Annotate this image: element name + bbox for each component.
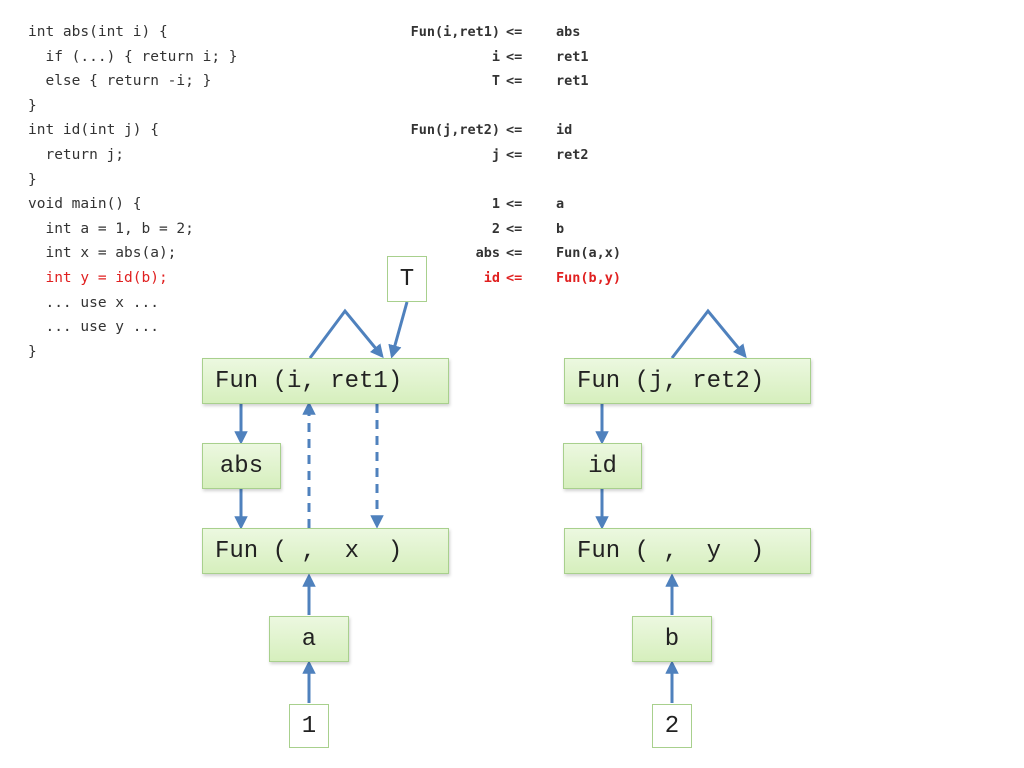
constraint-rhs: ret2 <box>556 146 589 163</box>
code-line: } <box>28 171 37 188</box>
code-line: return j; <box>28 146 125 163</box>
constraint-row: abs <= Fun(a,x) <box>380 241 680 266</box>
constraint-op: <= <box>506 48 523 65</box>
code-line: int x = abs(a); <box>28 245 177 262</box>
code-line: else { return -i; } <box>28 73 212 90</box>
constraint-op: <= <box>506 24 523 40</box>
node-1: 1 <box>289 704 329 748</box>
constraint-op: <= <box>506 269 523 286</box>
code-line: ... use x ... <box>28 294 159 311</box>
constraint-rhs: Fun(b,y) <box>556 269 622 286</box>
constraint-lhs: abs <box>475 245 500 262</box>
code-listing: int abs(int i) { if (...) { return i; } … <box>28 20 238 364</box>
node-a: a <box>269 616 349 662</box>
constraint-row: 2 <= b <box>380 217 680 242</box>
code-line-highlighted: int y = id(b); <box>28 269 168 286</box>
node-2: 2 <box>652 704 692 748</box>
constraint-rhs: b <box>556 220 565 237</box>
constraint-op: <= <box>506 122 523 139</box>
node-b: b <box>632 616 712 662</box>
node-fun-i-ret1: Fun (i, ret1) <box>202 358 449 404</box>
constraint-row: T <= ret1 <box>380 69 680 94</box>
constraint-lhs: Fun(i,ret1) <box>410 24 500 40</box>
constraint-row: Fun(j,ret2) <= id <box>380 118 680 143</box>
constraint-lhs: 1 <box>491 196 500 213</box>
constraint-op: <= <box>506 196 523 213</box>
edge-t-to-ret1 <box>388 301 409 359</box>
constraint-row: i <= ret1 <box>380 45 680 70</box>
constraint-lhs: T <box>491 73 500 90</box>
code-line: int id(int j) { <box>28 122 159 139</box>
constraint-rhs: abs <box>556 24 581 40</box>
constraint-lhs: id <box>483 269 500 286</box>
constraint-list: Fun(i,ret1) <= abs i <= ret1 T <= ret1 Fun(j,r… <box>380 20 680 291</box>
constraint-lhs: Fun(j,ret2) <box>410 122 500 139</box>
constraint-rhs: id <box>556 122 573 139</box>
constraint-op: <= <box>506 146 523 163</box>
constraint-lhs: i <box>491 48 500 65</box>
code-line: ... use y ... <box>28 319 159 336</box>
node-abs: abs <box>202 443 281 489</box>
edge-fun-i-ret1-domain <box>308 308 384 359</box>
constraint-row: j <= ret2 <box>380 143 680 168</box>
node-fun-ax: Fun ( , x ) <box>202 528 449 574</box>
code-line: if (...) { return i; } <box>28 48 238 65</box>
constraint-rhs: ret1 <box>556 48 589 65</box>
node-fun-by: Fun ( , y ) <box>564 528 811 574</box>
constraint-rhs: Fun(a,x) <box>556 245 622 262</box>
code-line: void main() { <box>28 196 142 213</box>
constraint-row: Fun(i,ret1) <= abs <box>380 20 680 45</box>
constraint-rhs: ret1 <box>556 73 589 90</box>
node-fun-j-ret2: Fun (j, ret2) <box>564 358 811 404</box>
constraint-rhs: a <box>556 196 565 213</box>
code-line: int a = 1, b = 2; <box>28 220 194 237</box>
constraint-row: 1 <= a <box>380 192 680 217</box>
constraint-op: <= <box>506 245 523 262</box>
constraint-row-highlighted: id <= Fun(b,y) <box>380 266 680 291</box>
code-line: } <box>28 343 37 360</box>
constraint-op: <= <box>506 73 523 90</box>
node-t: T <box>387 256 427 302</box>
code-line: int abs(int i) { <box>28 24 168 40</box>
node-id: id <box>563 443 642 489</box>
code-line: } <box>28 97 37 114</box>
constraint-lhs: j <box>491 146 500 163</box>
constraint-op: <= <box>506 220 523 237</box>
constraint-lhs: 2 <box>491 220 500 237</box>
edge-fun-j-ret2-domain <box>670 308 747 359</box>
